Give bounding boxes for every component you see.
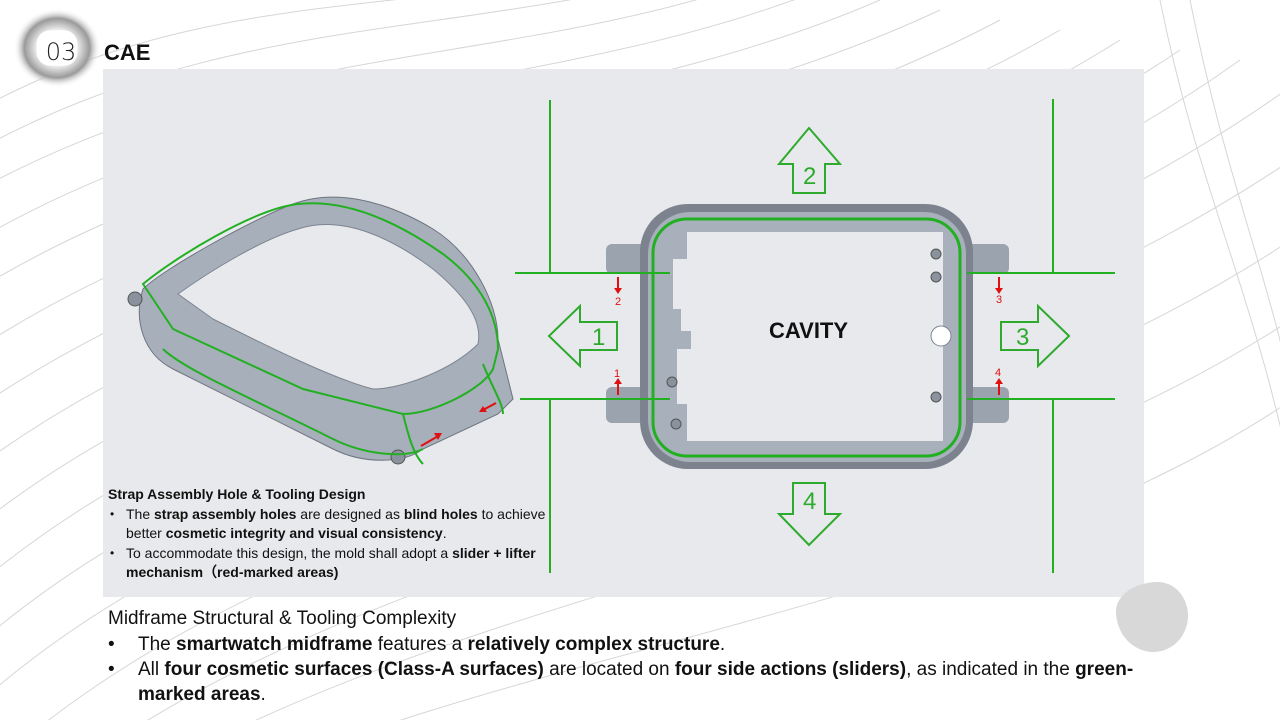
svg-text:3: 3 bbox=[996, 294, 1002, 306]
diagram-panel: 2 4 1 3 2 3 1 4 bbox=[103, 69, 1144, 597]
midframe-diagram: 2 4 1 3 2 3 1 4 bbox=[127, 99, 1115, 573]
svg-text:2: 2 bbox=[615, 296, 621, 308]
section-badge-graphic bbox=[13, 8, 101, 88]
section-number: 03 bbox=[45, 38, 77, 66]
text-run: are located on bbox=[543, 659, 675, 680]
text-run: . bbox=[442, 525, 447, 541]
text-run: . bbox=[719, 634, 726, 655]
text-run-bold: smartwatch midframe bbox=[176, 634, 373, 655]
text-run: To accommodate this design, the mold sha… bbox=[126, 544, 453, 561]
strap-note-list: The strap assembly holes are designed as… bbox=[108, 505, 548, 583]
svg-text:1: 1 bbox=[614, 368, 620, 380]
page-title: CAE bbox=[104, 40, 151, 65]
front-view-midframe: 2 4 1 3 2 3 1 4 bbox=[515, 99, 1115, 573]
summary-heading: Midframe Structural & Tooling Complexity bbox=[108, 608, 457, 629]
slider-number-3: 3 bbox=[1016, 324, 1029, 351]
text-run-bold: cosmetic integrity and visual consistenc… bbox=[165, 525, 443, 541]
strap-note-bullet: To accommodate this design, the mold sha… bbox=[110, 544, 548, 583]
text-run-bold: relatively complex structure bbox=[467, 634, 720, 655]
strap-note: Strap Assembly Hole & Tooling Design The… bbox=[108, 485, 548, 583]
text-run-bold: four side actions (sliders) bbox=[674, 659, 907, 680]
text-run: The bbox=[126, 505, 155, 522]
text-run: The bbox=[138, 634, 177, 655]
summary-bullet: All four cosmetic surfaces (Class-A surf… bbox=[108, 657, 1148, 707]
slider-arrow-4 bbox=[776, 482, 843, 547]
summary-list: The smartwatch midframe features a relat… bbox=[108, 632, 1148, 707]
slider-number-4: 4 bbox=[803, 488, 816, 515]
slider-arrow-2 bbox=[776, 126, 843, 194]
cavity-label: CAVITY bbox=[769, 318, 849, 343]
slider-number-1: 1 bbox=[592, 324, 605, 351]
strap-note-heading: Strap Assembly Hole & Tooling Design bbox=[108, 486, 366, 502]
text-run-bold: strap assembly holes bbox=[154, 505, 297, 522]
text-run: features a bbox=[372, 634, 468, 655]
slider-number-2: 2 bbox=[803, 163, 816, 190]
text-run: . bbox=[260, 684, 266, 705]
text-run-bold: green-marked areas bbox=[138, 659, 1134, 705]
slider-arrow-1 bbox=[547, 303, 618, 369]
isometric-midframe-model bbox=[127, 196, 514, 465]
summary-section: Midframe Structural & Tooling Complexity… bbox=[108, 606, 1148, 707]
strap-note-bullet: The strap assembly holes are designed as… bbox=[110, 505, 548, 544]
slider-arrow-3 bbox=[1000, 303, 1071, 369]
decorative-blob bbox=[1116, 582, 1188, 652]
text-run: are designed as bbox=[296, 505, 404, 522]
text-run-bold: four cosmetic surfaces (Class-A surfaces… bbox=[164, 659, 544, 680]
text-run: , as indicated in the bbox=[906, 659, 1076, 680]
text-run: to achieve better bbox=[126, 505, 546, 542]
text-run-bold: blind holes bbox=[403, 505, 478, 522]
text-run-bold: slider + lifter mechanism（red-marked are… bbox=[126, 544, 536, 581]
summary-bullet: The smartwatch midframe features a relat… bbox=[108, 632, 1148, 657]
svg-text:4: 4 bbox=[995, 367, 1001, 379]
text-run: All bbox=[138, 659, 165, 680]
